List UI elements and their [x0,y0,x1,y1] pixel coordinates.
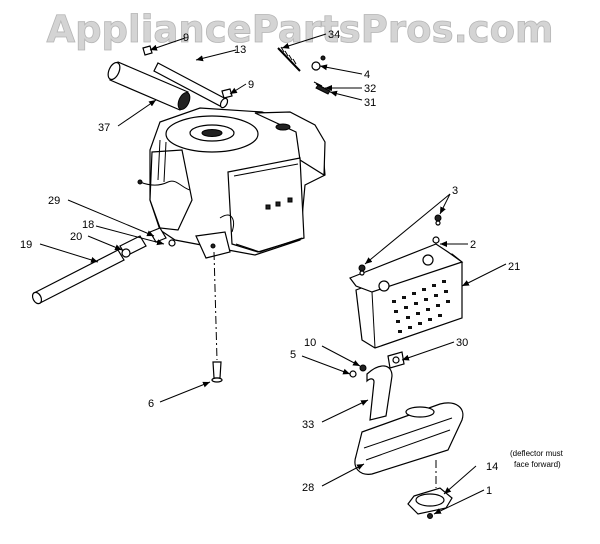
callout-34: 34 [328,29,340,41]
callout-19: 19 [20,239,32,251]
drain-hose-19 [31,249,125,305]
deflector-note-line-2: face forward) [514,460,561,469]
callout-2: 2 [470,239,476,251]
callout-5: 5 [290,349,296,361]
callout-3: 3 [452,185,458,197]
callout-4: 4 [364,69,370,81]
watermark-logo: AppliancePartsPros.com [46,8,553,51]
callout-10: 10 [304,337,316,349]
gasket-30 [387,351,405,369]
callout-6: 6 [148,398,154,410]
callout-14: 14 [486,461,498,473]
callout-28: 28 [302,482,314,494]
callout-21: 21 [508,261,520,273]
muffler-28 [354,402,464,475]
bolts-5-10 [349,364,367,378]
clamp-9-upper [142,45,153,56]
deflector-note-line-1: (deflector must [510,449,564,458]
callout-9-lower: 9 [248,79,254,91]
callout-18: 18 [82,219,94,231]
callout-30: 30 [456,337,468,349]
engine-assembly [137,107,326,259]
rod-34 [277,46,301,72]
nut-2 [432,236,440,244]
callout-13: 13 [234,44,246,56]
callout-9-upper: 9 [183,32,189,44]
callout-20: 20 [70,231,82,243]
callout-33: 33 [302,419,314,431]
deflector-14 [407,487,453,515]
callout-32: 32 [364,83,376,95]
tube-37 [107,61,191,111]
callout-1: 1 [486,485,492,497]
screw-1 [427,513,433,519]
callout-31: 31 [364,97,376,109]
callout-37: 37 [98,122,110,134]
callout-29: 29 [48,195,60,207]
clamp-9-lower [221,88,233,99]
heat-shield-21 [349,243,464,349]
drain-fitting-18-20 [119,235,147,258]
exhaust-pipe-33 [366,365,393,421]
spring-31-32 [311,55,331,95]
screws-3 [358,214,442,276]
bolt-6 [211,361,223,383]
tube-13 [153,62,229,109]
